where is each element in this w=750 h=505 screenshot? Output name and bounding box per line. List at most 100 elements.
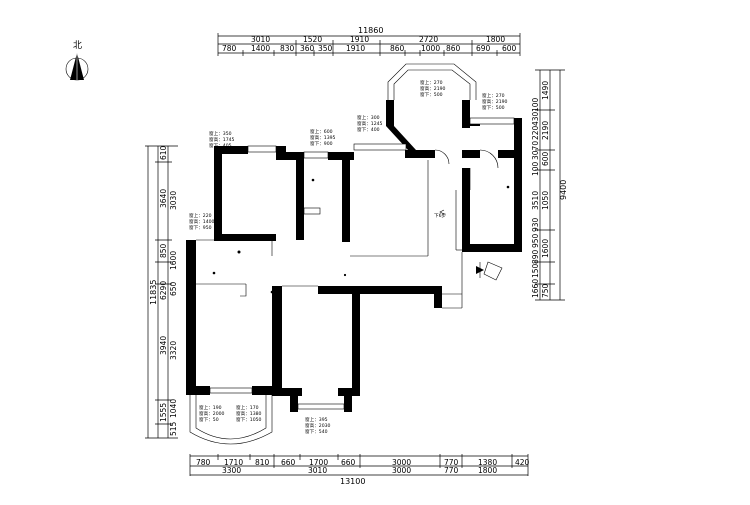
dim-left-1-5: 1555 [159,403,168,422]
dim-right-1-1: 2190 [541,121,550,140]
dim-left-1-4: 3940 [159,336,168,355]
dim-bottom-1-7: 770 [444,458,459,467]
north-arrow: 北 [65,40,89,81]
window-label-w1: 窗上：350 窗高：1745 窗下：405 [209,130,235,149]
north-label: 北 [73,40,82,51]
dim-top-2-1: 1400 [251,44,270,53]
window-label-w3: 窗上：300 窗高：1245 窗下：400 [357,114,383,133]
dim-right-2-7: 950 [531,233,540,248]
dim-top-1-2: 1910 [350,35,369,44]
window-label-w8: 窗上：170 窗高：1380 窗下：1050 [236,404,262,423]
dim-left-1-2: 850 [159,243,168,258]
window-w7-line-1: 窗高：2000 [199,410,225,417]
dim-left-2-5: 515 [169,421,178,436]
window-label-w7: 窗上：190 窗高：2000 窗下：50 [199,404,225,423]
window-w5-line-0: 窗上：270 [482,92,505,99]
right-dimensions: 1490 2190 600 1050 1600 750 100 430 220 … [531,69,568,301]
dim-bottom-1-5: 660 [341,458,356,467]
dim-bottom-1-3: 660 [281,458,296,467]
dim-bottom-2-1: 3010 [308,466,327,475]
dim-left-1-0: 610 [159,145,168,160]
dim-right-2-3: 3070 [531,141,540,160]
glazing [189,63,515,445]
dim-bottom-2-2: 3000 [392,466,411,475]
bottom-dimensions: 780 1710 810 660 1700 660 3000 770 1380 … [189,454,530,486]
dim-right-2-1: 430 [531,111,540,126]
window-w3-line-1: 窗高：1245 [357,120,383,127]
window-w4-line-1: 窗高：2190 [420,85,446,92]
window-w4-line-2: 窗下：500 [420,91,443,98]
window-w7-line-0: 窗上：190 [199,404,222,411]
dim-right-2-4: 100 [531,161,540,176]
window-label-w2: 窗上：600 窗高：1395 窗下：900 [310,128,336,147]
window-w3-line-2: 窗下：400 [357,126,380,133]
dim-right-1-0: 1490 [541,81,550,100]
dim-right-1-3: 1050 [541,191,550,210]
dim-bottom-1-4: 1700 [309,458,328,467]
window-w5-line-1: 窗高：2190 [482,98,508,105]
dim-top-2-8: 860 [446,44,461,53]
window-w1-line-0: 窗上：350 [209,130,232,137]
dim-top-2-7: 1000 [421,44,440,53]
dim-bottom-1-6: 3000 [392,458,411,467]
dim-left-2-3: 3320 [169,341,178,360]
dim-left-1-3: 6290 [159,281,168,300]
dim-right-2-8: 890 [531,249,540,264]
dim-right-1-2: 600 [541,151,550,166]
dim-top-1-1: 1520 [303,35,322,44]
window-label-w4: 窗上：270 窗高：2190 窗下：500 [420,79,446,98]
window-w2-line-1: 窗高：1395 [310,134,336,141]
dim-top-1-0: 3010 [251,35,270,44]
left-dimensions: 610 3640 850 6290 3940 1555 3030 1600 65… [145,145,178,439]
dim-right-2-0: 100 [531,97,540,112]
dim-top-2-3: 360 [300,44,315,53]
window-w9-line-2: 窗下：540 [305,428,328,435]
dim-right-2-6: 930 [531,217,540,232]
dim-left-total: 11835 [149,280,158,305]
window-w8-line-0: 窗上：170 [236,404,259,411]
dim-bottom-1-0: 780 [196,458,211,467]
window-w9-line-0: 窗上：395 [305,416,328,423]
dim-left-2-0: 3030 [169,191,178,210]
window-w4-line-0: 窗上：270 [420,79,443,86]
window-w5-line-2: 窗下：500 [482,104,505,111]
dim-bottom-1-2: 810 [255,458,270,467]
window-w6-line-1: 窗高：1400 [189,218,215,225]
window-w6-line-2: 窗下：950 [189,224,212,231]
top-dimensions: 11860 3010 1520 1910 2720 1800 780 1400 … [217,26,521,56]
dim-top-1-4: 1800 [486,35,505,44]
dim-right-2-5: 3510 [531,191,540,210]
window-w3-line-0: 窗上：300 [357,114,380,121]
dim-left-2-2: 650 [169,281,178,296]
dim-top-2-10: 600 [502,44,517,53]
window-label-w9: 窗上：395 窗高：2030 窗下：540 [305,416,331,435]
dim-bottom-2-3: 770 [444,466,459,475]
window-w9-line-1: 窗高：2030 [305,422,331,429]
dim-top-2-5: 1910 [346,44,365,53]
dim-right-2-10: 1660 [531,279,540,298]
dim-bottom-1-1: 1710 [224,458,243,467]
dim-top-2-9: 690 [476,44,491,53]
dim-left-1-1: 3640 [159,189,168,208]
window-label-w5: 窗上：270 窗高：2190 窗下：500 [482,92,508,111]
window-label-w6: 窗上：220 窗高：1400 窗下：950 [189,212,215,231]
dim-bottom-2-0: 3300 [222,466,241,475]
window-w7-line-2: 窗下：50 [199,416,219,423]
stair-marker: 下6步 [434,209,503,281]
dim-bottom-1-9: 420 [515,458,530,467]
entry-mark-icon [483,261,503,281]
window-w2-line-0: 窗上：600 [310,128,333,135]
dim-right-1-4: 1600 [541,239,550,258]
window-w2-line-2: 窗下：900 [310,140,333,147]
window-w8-line-1: 窗高：1380 [236,410,262,417]
dim-bottom-1-8: 1380 [478,458,497,467]
window-w6-line-0: 窗上：220 [189,212,212,219]
dim-top-2-0: 780 [222,44,237,53]
walls [186,100,522,412]
dim-right-total: 9400 [559,180,568,200]
dim-right-1-5: 750 [541,283,550,298]
fixtures [212,178,510,294]
dim-left-2-4: 1040 [169,399,178,418]
window-w1-line-2: 窗下：405 [209,142,232,149]
